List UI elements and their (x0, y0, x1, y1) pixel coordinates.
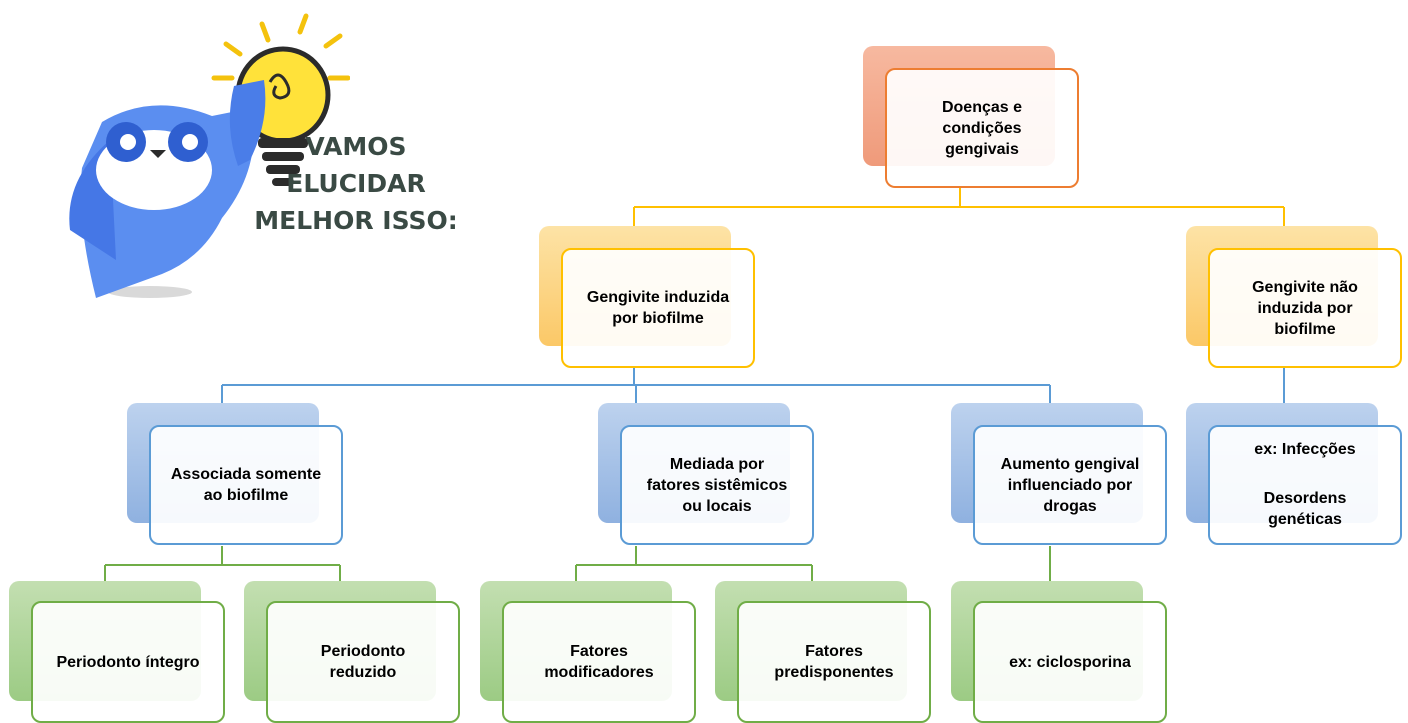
node-aumento-gengival-line-3: drogas (1043, 497, 1097, 515)
node-mediada-fatores: Mediada por fatores sistêmicos ou locais (598, 403, 814, 547)
node-fatores-predisponentes: Fatores predisponentes (715, 581, 931, 723)
node-periodonto-reduzido-line-1: Periodonto (320, 643, 406, 660)
node-ciclosporina-line-1: ex: ciclosporina (1009, 653, 1131, 671)
node-exemplos-line-3: genéticas (1268, 511, 1342, 528)
banner-line-3: MELHOR ISSO: (254, 206, 458, 235)
node-fatores-modificadores-line-2: modificadores (544, 664, 654, 681)
node-gengivite-nao-induzida-line-1: Gengivite não (1252, 278, 1358, 296)
owl-mascot-icon (69, 13, 350, 298)
node-periodonto-reduzido-line-2: reduzido (329, 664, 397, 681)
node-exemplos-nao-induzida: ex: Infecções Desordens genéticas (1186, 403, 1402, 547)
node-associada-biofilme-line-2: ao biofilme (203, 487, 289, 504)
node-gengivite-induzida-line-2: por biofilme (612, 310, 704, 327)
node-fatores-modificadores: Fatores modificadores (480, 581, 696, 723)
banner-line-1: VAMOS (305, 132, 407, 161)
node-aumento-gengival-line-2: influenciado por (1007, 476, 1133, 494)
node-mediada-fatores-line-3: ou locais (682, 497, 752, 515)
banner-text: VAMOS ELUCIDAR MELHOR ISSO: (236, 128, 476, 239)
node-associada-biofilme-line-1: Associada somente (170, 466, 322, 483)
node-root-line-3: gengivais (945, 140, 1019, 158)
node-root-line-2: condições (942, 119, 1022, 137)
node-gengivite-induzida: Gengivite induzida por biofilme (539, 226, 755, 370)
node-root: Doenças e condições gengivais (863, 46, 1079, 190)
node-ciclosporina: ex: ciclosporina (951, 581, 1167, 723)
node-gengivite-nao-induzida-line-3: biofilme (1274, 320, 1336, 338)
node-root-line-1: Doenças e (941, 98, 1023, 116)
node-aumento-gengival-line-1: Aumento gengival (1000, 455, 1140, 473)
node-exemplos-line-1: ex: Infecções (1254, 441, 1356, 458)
node-periodonto-integro-line-1: Periodonto íntegro (56, 653, 200, 671)
banner-line-2: ELUCIDAR (286, 169, 426, 198)
node-mediada-fatores-line-2: fatores sistêmicos (646, 476, 788, 494)
node-aumento-gengival: Aumento gengival influenciado por drogas (951, 403, 1167, 547)
node-fatores-modificadores-line-1: Fatores (570, 643, 628, 660)
node-periodonto-integro: Periodonto íntegro (9, 581, 225, 723)
node-fatores-predisponentes-line-1: Fatores (805, 643, 863, 660)
node-mediada-fatores-line-1: Mediada por (669, 455, 765, 473)
node-exemplos-line-2: Desordens (1263, 490, 1347, 507)
node-fatores-predisponentes-line-2: predisponentes (774, 664, 894, 681)
node-gengivite-nao-induzida-line-2: induzida por (1257, 299, 1353, 317)
node-gengivite-nao-induzida: Gengivite não induzida por biofilme (1186, 226, 1402, 370)
node-associada-biofilme: Associada somente ao biofilme (127, 403, 343, 547)
node-periodonto-reduzido: Periodonto reduzido (244, 581, 460, 723)
node-gengivite-induzida-line-1: Gengivite induzida (586, 289, 730, 306)
